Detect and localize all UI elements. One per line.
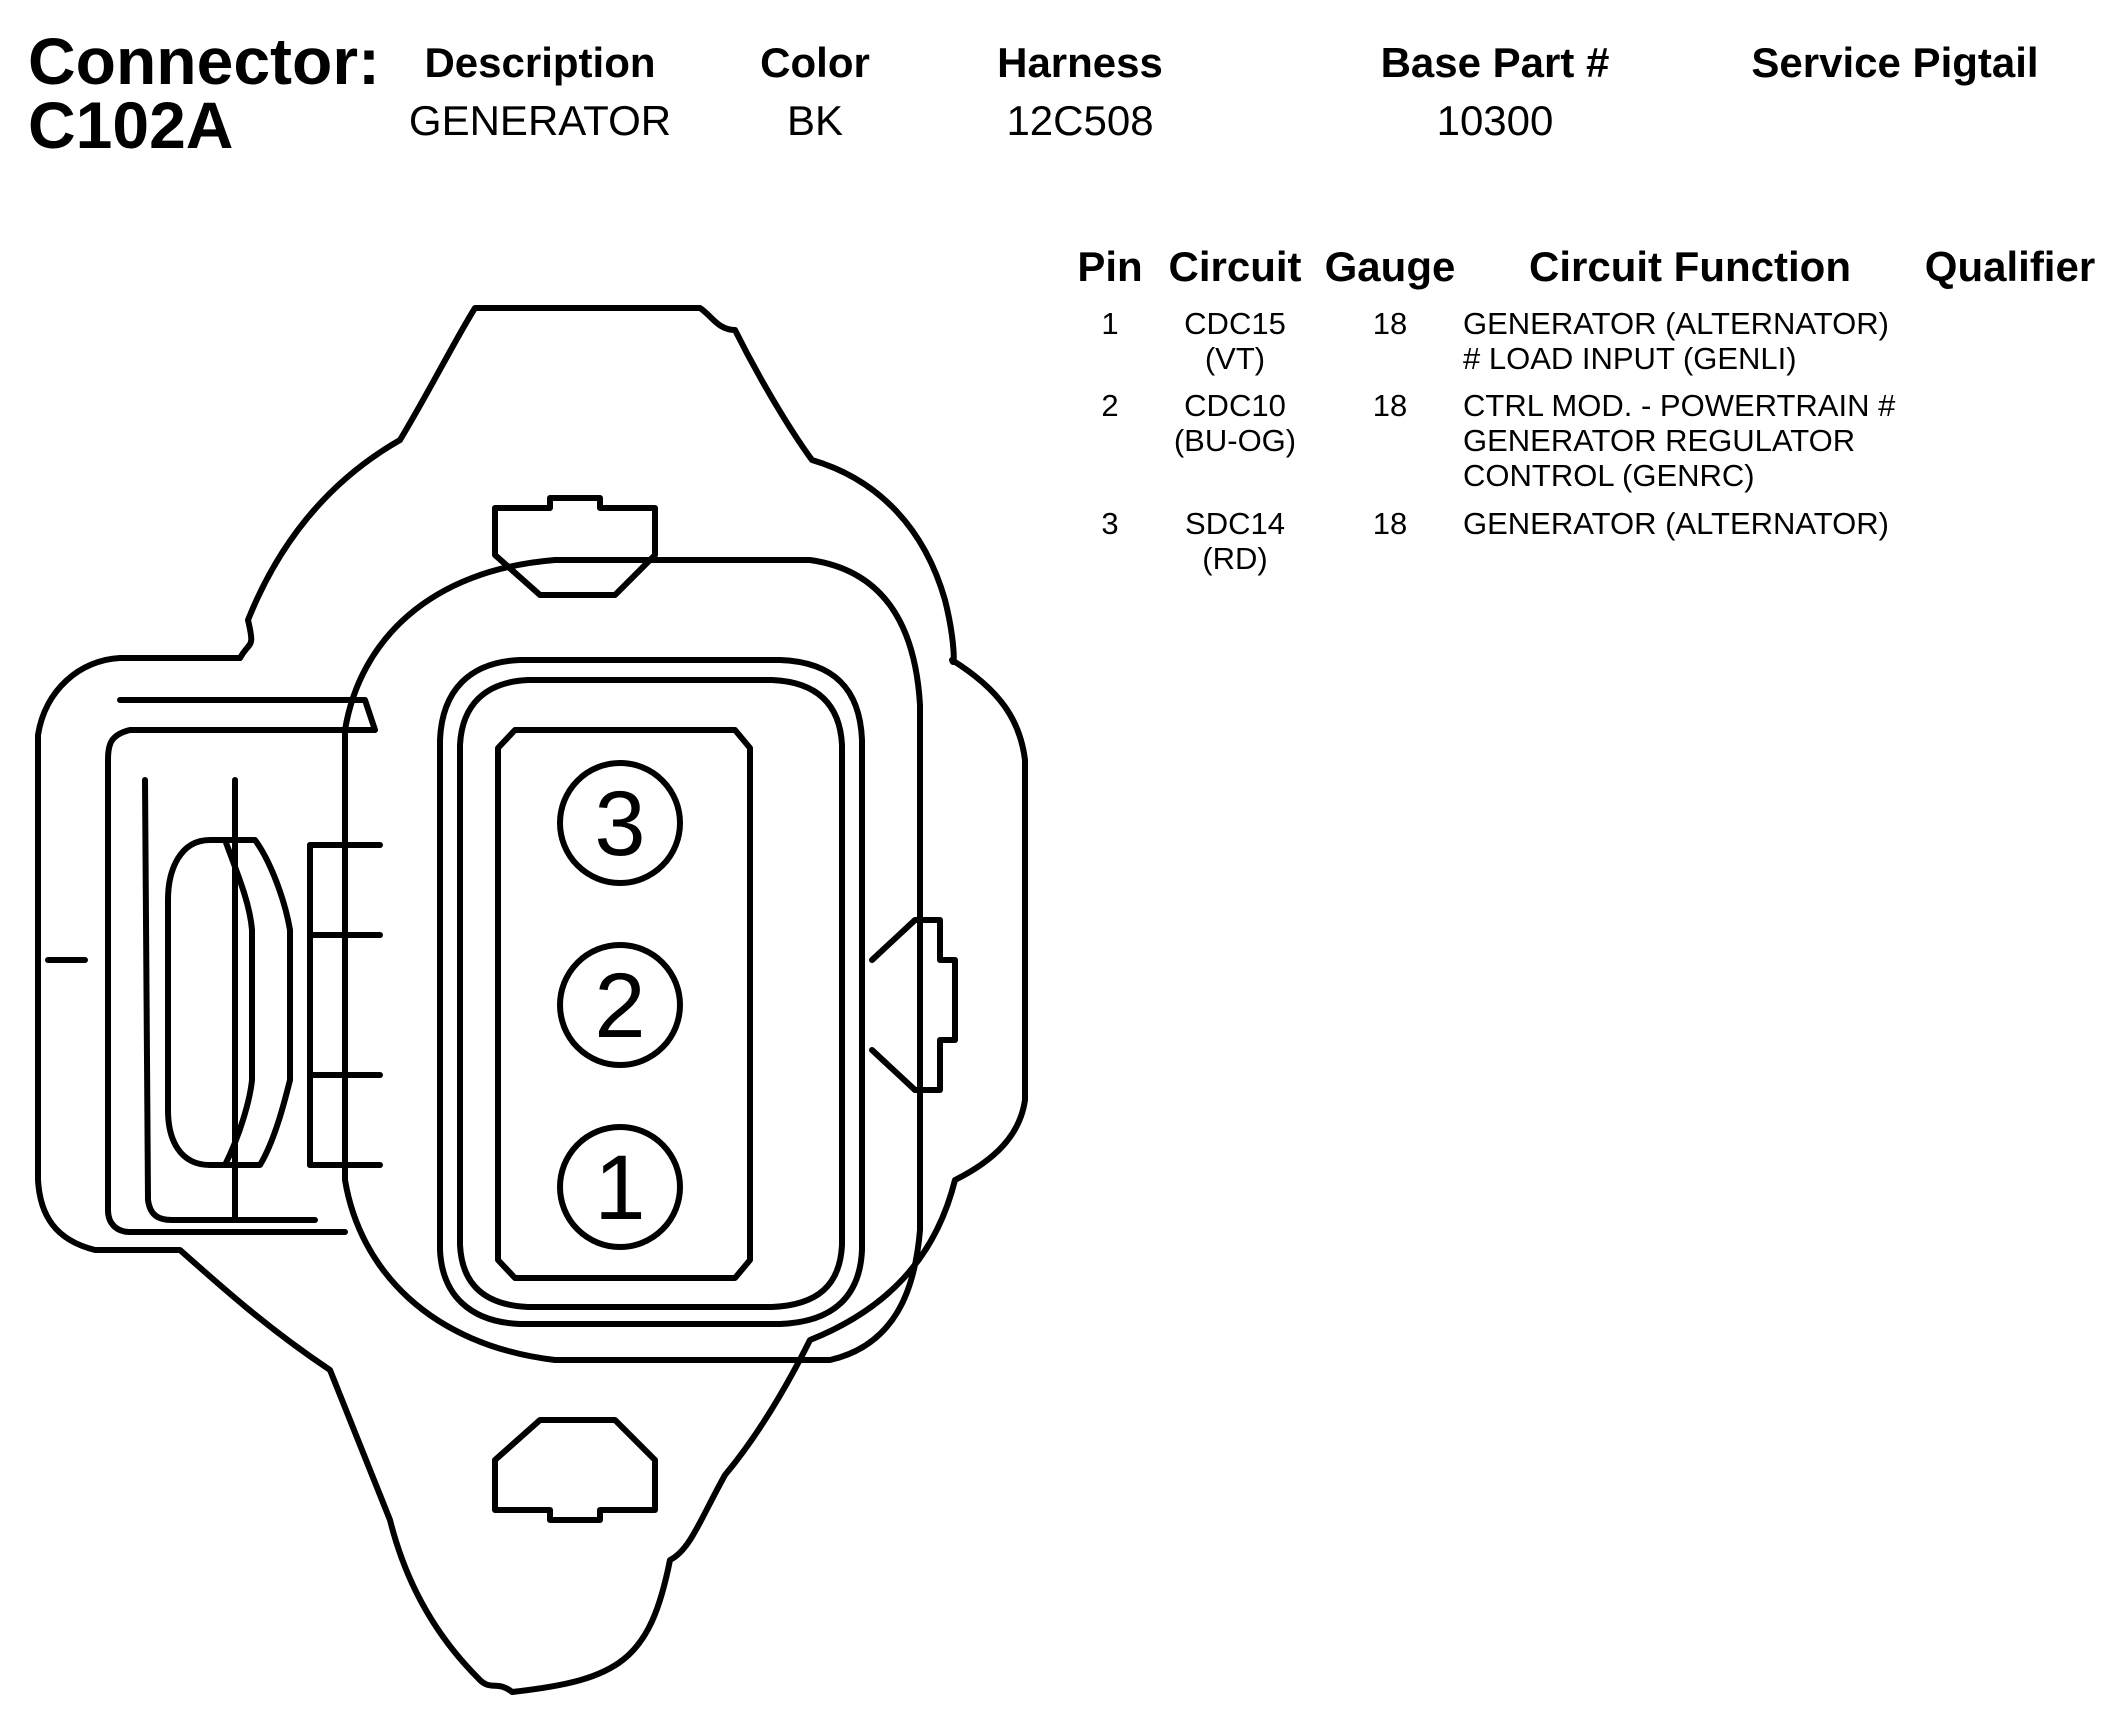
circuit-column-header: Circuit bbox=[1168, 243, 1302, 290]
pin-cavity-middle bbox=[457, 677, 845, 1310]
table-row-1-gauge: 18 bbox=[1372, 306, 1408, 341]
function-line: CONTROL (GENRC) bbox=[1463, 458, 1755, 494]
table-row-1-function: GENERATOR (ALTERNATOR) # LOAD INPUT (GEN… bbox=[1463, 306, 1889, 376]
pin-cavity-inner bbox=[495, 727, 753, 1281]
function-line: GENERATOR (ALTERNATOR) bbox=[1463, 506, 1890, 541]
circuit-code: CDC15 bbox=[1184, 306, 1286, 341]
table-row-3-gauge: 18 bbox=[1372, 506, 1408, 541]
right-latch-nub bbox=[869, 917, 958, 1093]
pin-2-label: 2 bbox=[594, 955, 645, 1057]
description-value: GENERATOR bbox=[408, 97, 672, 144]
color-value: BK bbox=[786, 97, 844, 144]
connector-inner-frame bbox=[342, 557, 923, 1363]
qualifier-column-header: Qualifier bbox=[1924, 243, 2096, 290]
service-pigtail-header: Service Pigtail bbox=[1751, 39, 2039, 86]
circuit-color: (VT) bbox=[1204, 341, 1266, 377]
function-line: GENERATOR (ALTERNATOR) bbox=[1463, 306, 1890, 341]
table-row-3-pin: 3 bbox=[1101, 506, 1119, 541]
table-row-3-function: GENERATOR (ALTERNATOR) bbox=[1463, 506, 1889, 541]
gauge-column-header: Gauge bbox=[1324, 243, 1456, 290]
pin-1-circle bbox=[557, 1124, 683, 1250]
circuit-code: CDC10 bbox=[1184, 388, 1286, 423]
connector-id: C102A bbox=[28, 88, 234, 162]
function-line: GENERATOR REGULATOR bbox=[1463, 423, 1856, 459]
table-row-2-gauge: 18 bbox=[1372, 388, 1408, 423]
bottom-key-tab bbox=[492, 1417, 658, 1523]
table-row-2-function: CTRL MOD. - POWERTRAIN # GENERATOR REGUL… bbox=[1463, 388, 1895, 493]
function-line: # LOAD INPUT (GENLI) bbox=[1463, 341, 1797, 377]
table-row-3-circuit: SDC14 (RD) bbox=[1150, 506, 1320, 576]
table-row-1-pin: 1 bbox=[1101, 306, 1119, 341]
pin-1-label: 1 bbox=[594, 1137, 645, 1239]
color-header: Color bbox=[760, 39, 870, 86]
pin-3-label: 3 bbox=[594, 773, 645, 875]
left-lock-frame bbox=[105, 697, 378, 1235]
pin-column-header: Pin bbox=[1077, 243, 1143, 290]
connector-label: Connector: bbox=[28, 24, 380, 98]
base-part-header: Base Part # bbox=[1380, 39, 1610, 86]
circuit-color: (RD) bbox=[1202, 541, 1268, 577]
lock-lever bbox=[165, 837, 293, 1168]
pin-cavity-outer bbox=[437, 657, 865, 1327]
circuit-code: SDC14 bbox=[1185, 506, 1285, 541]
table-row-2-pin: 2 bbox=[1101, 388, 1119, 423]
harness-header: Harness bbox=[997, 39, 1163, 86]
harness-value: 12C508 bbox=[1006, 97, 1154, 144]
top-key-tab bbox=[492, 495, 658, 598]
description-header: Description bbox=[424, 39, 656, 86]
table-row-1-circuit: CDC15 (VT) bbox=[1150, 306, 1320, 376]
connector-outer-shell bbox=[35, 305, 1028, 1695]
table-row-2-circuit: CDC10 (BU-OG) bbox=[1150, 388, 1320, 458]
function-line: CTRL MOD. - POWERTRAIN # bbox=[1463, 388, 1896, 423]
lock-lever-inner bbox=[222, 837, 255, 1168]
circuit-color: (BU-OG) bbox=[1173, 423, 1297, 459]
left-lock-arm bbox=[142, 777, 318, 1223]
pin-3-circle bbox=[557, 760, 683, 886]
connector-face-diagram: 3 2 1 bbox=[35, 305, 1028, 1695]
circuit-function-column-header: Circuit Function bbox=[1529, 243, 1851, 290]
pin-2-circle bbox=[557, 942, 683, 1068]
base-part-value: 10300 bbox=[1436, 97, 1554, 144]
